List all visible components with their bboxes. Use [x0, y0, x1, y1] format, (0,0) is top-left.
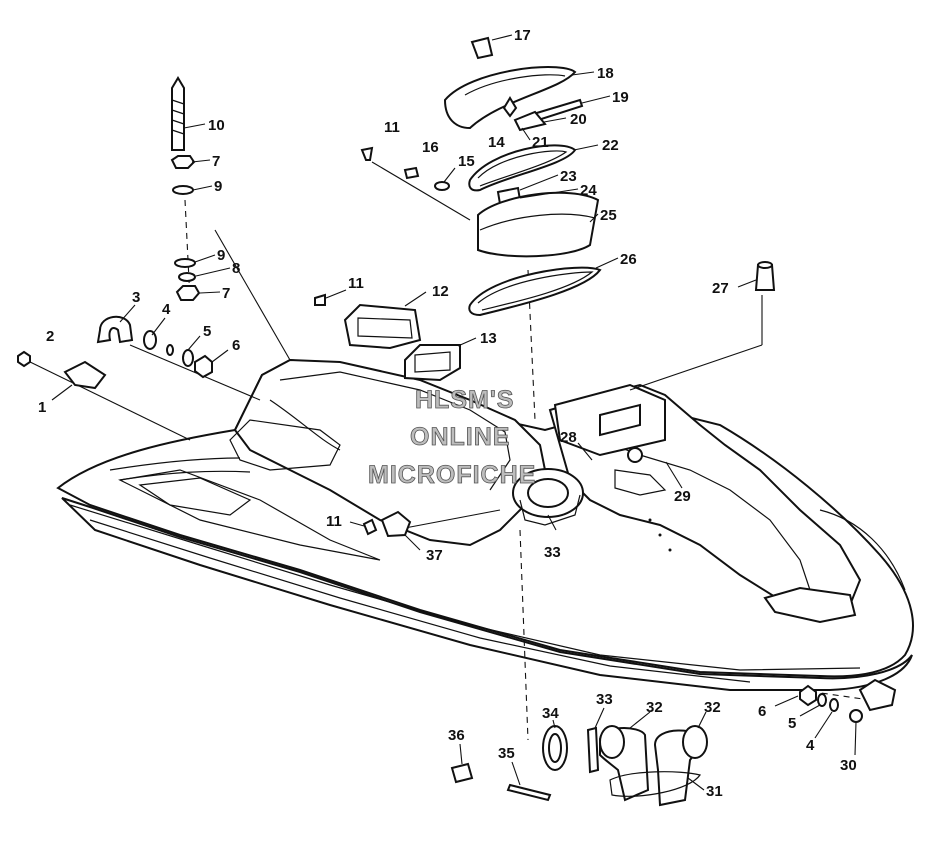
assembly-lines: [25, 161, 871, 741]
callout-22: 22: [602, 137, 619, 154]
callout-33a: 33: [544, 544, 561, 561]
part-tag: [450, 762, 474, 784]
part-bracket-right: [858, 678, 897, 712]
part-strip: [506, 783, 552, 802]
part-nut-lower: [175, 285, 201, 301]
callout-32a: 32: [646, 699, 663, 716]
callout-6b: 6: [758, 703, 766, 720]
part-spacer: [178, 272, 196, 282]
callout-21: 21: [532, 134, 549, 151]
part-grommet: [434, 181, 450, 191]
callout-23: 23: [560, 168, 577, 185]
callout-32b: 32: [704, 699, 721, 716]
callout-19: 19: [612, 89, 629, 106]
part-bolt: [403, 166, 420, 180]
callout-9a: 9: [214, 178, 222, 195]
part-gasket-upper: [468, 144, 577, 192]
callout-34: 34: [542, 705, 559, 722]
callout-37: 37: [426, 547, 443, 564]
callout-4: 4: [162, 301, 171, 318]
callout-11b: 11: [348, 275, 364, 292]
callout-7a: 7: [212, 153, 220, 170]
part-screw: [362, 518, 378, 536]
callout-1: 1: [38, 399, 46, 416]
callout-20: 20: [570, 111, 587, 128]
callout-7b: 7: [222, 285, 230, 302]
part-knob: [470, 36, 494, 60]
callout-28: 28: [560, 429, 577, 446]
part-screw: [314, 293, 326, 306]
callout-17: 17: [514, 27, 531, 44]
part-nut-upper: [170, 155, 196, 169]
part-storage-bin: [477, 191, 600, 258]
callout-10: 10: [208, 117, 225, 134]
part-bushing: [380, 510, 412, 538]
part-lock-washer: [182, 349, 194, 367]
part-screw: [360, 146, 374, 161]
callout-16: 16: [422, 139, 439, 156]
callout-6: 6: [232, 337, 240, 354]
callout-13: 13: [480, 330, 497, 347]
part-clamp-band: [609, 771, 701, 797]
callout-29: 29: [674, 488, 691, 505]
watermark-line-1: HLSM'S: [415, 386, 514, 414]
callout-18: 18: [597, 65, 614, 82]
callout-35: 35: [498, 745, 515, 762]
part-gasket-lower: [468, 266, 602, 317]
callout-5b: 5: [788, 715, 796, 732]
part-small-washer: [166, 344, 174, 356]
callout-8: 8: [232, 260, 240, 277]
callout-5: 5: [203, 323, 211, 340]
part-washer-lower: [174, 258, 196, 268]
callouts: 1 2 3 4 5 6 7 7 8 9 9 10 11 11 11 12 13 …: [38, 27, 857, 800]
watermark-line-3: MICROFICHE: [368, 461, 536, 489]
watermark: HLSM'S ONLINE MICROFICHE: [368, 386, 536, 490]
part-washer-upper: [172, 185, 194, 195]
part-vent-cover: [404, 344, 461, 382]
part-lock-washer-right: [829, 698, 839, 712]
callout-4b: 4: [806, 737, 815, 754]
callout-25: 25: [600, 207, 617, 224]
callout-26: 26: [620, 251, 637, 268]
callout-36: 36: [448, 727, 465, 744]
callout-31: 31: [706, 783, 723, 800]
part-washer-right: [817, 693, 827, 707]
part-hex-nut-right: [799, 684, 817, 707]
callout-11a: 11: [384, 119, 400, 136]
part-nut: [17, 350, 31, 368]
part-pin: [502, 96, 518, 118]
callout-15: 15: [458, 153, 475, 170]
callout-33b: 33: [596, 691, 613, 708]
callout-30: 30: [840, 757, 857, 774]
watermark-line-2: ONLINE: [410, 423, 510, 451]
callout-3: 3: [132, 289, 140, 306]
part-long-screw: [586, 726, 600, 774]
part-elbow-hose: [96, 315, 134, 344]
part-hex-nut: [194, 354, 213, 379]
part-intake-plate: [63, 360, 107, 390]
part-vent-housing: [343, 303, 422, 350]
callout-14: 14: [488, 134, 505, 151]
part-latch: [513, 110, 547, 132]
callout-27: 27: [712, 280, 729, 297]
callout-24: 24: [580, 182, 597, 199]
part-washer: [143, 330, 157, 350]
hull-assembly: [56, 358, 914, 691]
part-stud: [171, 76, 185, 151]
callout-11c: 11: [326, 513, 342, 530]
callout-2: 2: [46, 328, 54, 345]
callout-9b: 9: [217, 247, 225, 264]
callout-12: 12: [432, 283, 449, 300]
